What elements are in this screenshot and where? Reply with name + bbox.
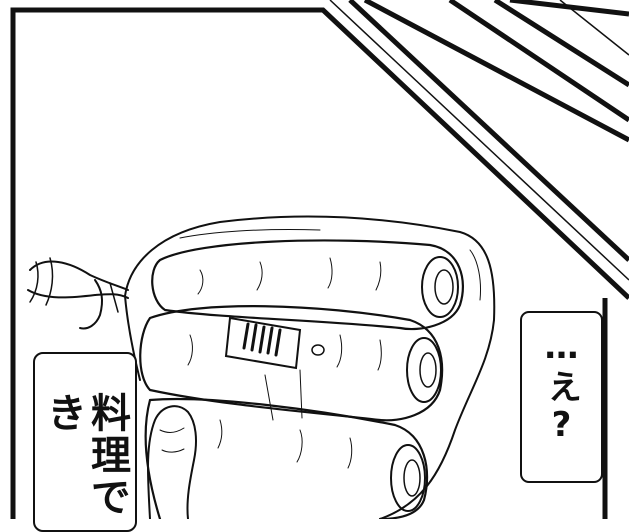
speech-bubble-right: …え? bbox=[520, 311, 603, 483]
speech-text-right: …え? bbox=[541, 327, 582, 447]
speech-text-left: 料理でき bbox=[40, 392, 130, 518]
gutter-lines bbox=[329, 0, 629, 281]
carrot-bag-illustration bbox=[27, 215, 496, 519]
manga-page: 料理でき …え? bbox=[10, 0, 629, 532]
speech-bubble-left: 料理でき bbox=[33, 352, 137, 532]
panel-borders bbox=[10, 0, 629, 519]
